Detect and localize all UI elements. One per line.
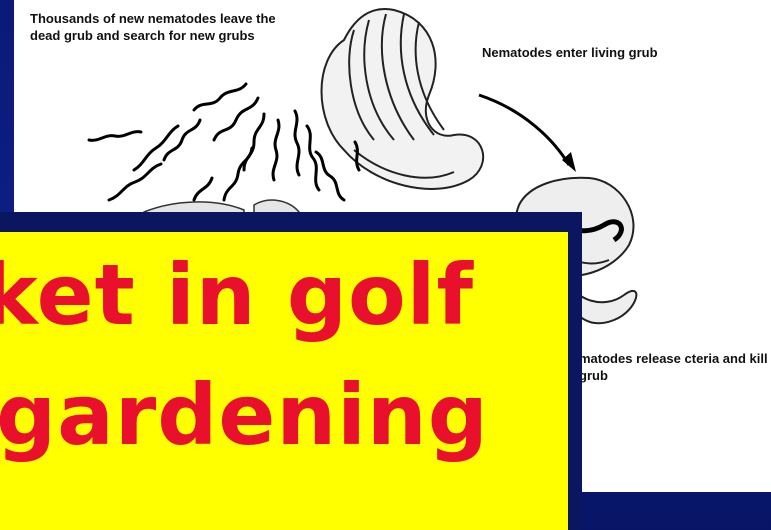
banner-line-1: ket in golf [0, 246, 474, 344]
living-grub-drawing [322, 9, 484, 189]
label-nematodes-enter: Nematodes enter living grub [482, 44, 658, 61]
label-nematodes-release: matodes release cteria and kill grub [579, 350, 771, 384]
banner-line-2: gardening [0, 366, 489, 464]
arrow-to-infected-grub [479, 95, 569, 165]
banner-box-frame: ket in golf gardening [0, 212, 582, 530]
banner-box: ket in golf gardening [0, 232, 568, 530]
label-new-nematodes: Thousands of new nematodes leave the dea… [30, 10, 300, 44]
nematode-worms [89, 84, 359, 200]
